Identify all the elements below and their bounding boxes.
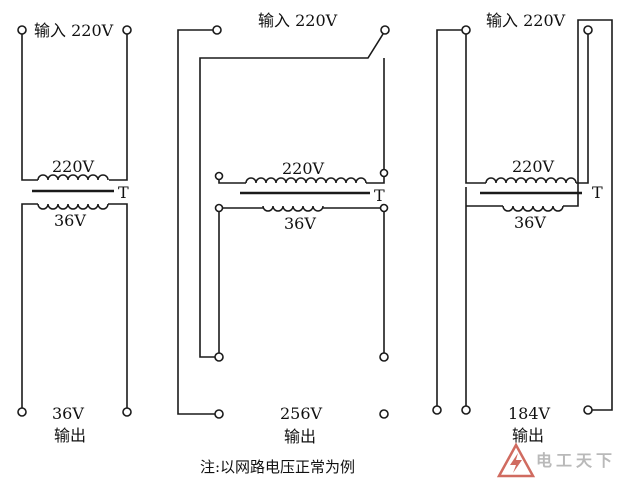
primary-voltage-label-1: 220V — [52, 157, 95, 176]
primary-voltage-label-2: 220V — [282, 159, 325, 178]
primary-wire-right — [109, 34, 128, 181]
primary-voltage-label-3: 220V — [512, 157, 555, 176]
input-label-1: 输入 220V — [34, 21, 114, 40]
transformer-label-2: T — [374, 186, 385, 205]
watermark-text: 电工天下 — [536, 451, 617, 470]
output-terminal-left — [214, 409, 224, 419]
output-terminal-right — [122, 407, 132, 417]
output-voltage-label-3: 184V — [508, 404, 551, 423]
circuit-2 — [177, 25, 390, 419]
secondary-voltage-label-3: 36V — [514, 213, 546, 232]
output-terminal-right — [583, 405, 593, 415]
outer-wire — [177, 29, 215, 415]
footnote: 注:以网路电压正常为例 — [200, 458, 356, 476]
secondary-terminal-right — [379, 203, 389, 213]
input-terminal-right — [380, 25, 390, 35]
input-terminal-left — [212, 25, 222, 35]
output-voltage-label-1: 36V — [52, 404, 84, 423]
primary-wire-left — [21, 34, 38, 181]
secondary-terminal-left — [214, 203, 224, 213]
primary-wire-right — [576, 34, 589, 184]
input-terminal-right — [122, 25, 132, 35]
secondary-coil — [502, 205, 564, 212]
input-label-2: 输入 220V — [258, 11, 338, 30]
output-terminal-left — [17, 407, 27, 417]
secondary-voltage-label-1: 36V — [54, 211, 86, 230]
transformer-label-1: T — [118, 183, 129, 202]
secondary-wire-right — [108, 203, 128, 408]
lightning-triangle-logo-icon — [496, 442, 536, 478]
output-terminal-left — [432, 405, 442, 415]
circuit-3 — [432, 19, 613, 415]
output-terminal-right — [379, 409, 389, 419]
transformer-label-3: T — [592, 183, 603, 202]
primary-coil — [37, 174, 109, 181]
watermark-logo: 电工天下 — [496, 438, 636, 484]
output-label-3: 输出 — [512, 426, 545, 445]
inner-wire — [199, 33, 384, 358]
primary-wire-left — [465, 34, 486, 184]
input-terminal-left — [461, 25, 471, 35]
primary-coil — [485, 177, 577, 184]
input-terminal-left — [17, 25, 27, 35]
output-label-1: 输出 — [54, 426, 87, 445]
secondary-wire-left — [21, 203, 38, 408]
secondary-wire-right — [563, 19, 613, 411]
secondary-coil — [37, 203, 109, 210]
output-terminal-mid — [461, 405, 471, 415]
primary-terminal-right — [379, 168, 389, 178]
outer-wire-left — [436, 29, 462, 406]
input-terminal-right — [583, 25, 593, 35]
inner-terminal-right — [379, 352, 389, 362]
primary-terminal-left — [214, 171, 224, 181]
output-label-2: 输出 — [284, 427, 317, 446]
inner-terminal-left — [214, 352, 224, 362]
circuit-1 — [17, 25, 132, 417]
secondary-voltage-label-2: 36V — [284, 214, 316, 233]
input-label-3: 输入 220V — [486, 11, 566, 30]
primary-wire-right — [366, 176, 385, 184]
secondary-coil — [262, 205, 324, 212]
output-voltage-label-2: 256V — [280, 404, 323, 423]
primary-coil — [245, 177, 367, 184]
